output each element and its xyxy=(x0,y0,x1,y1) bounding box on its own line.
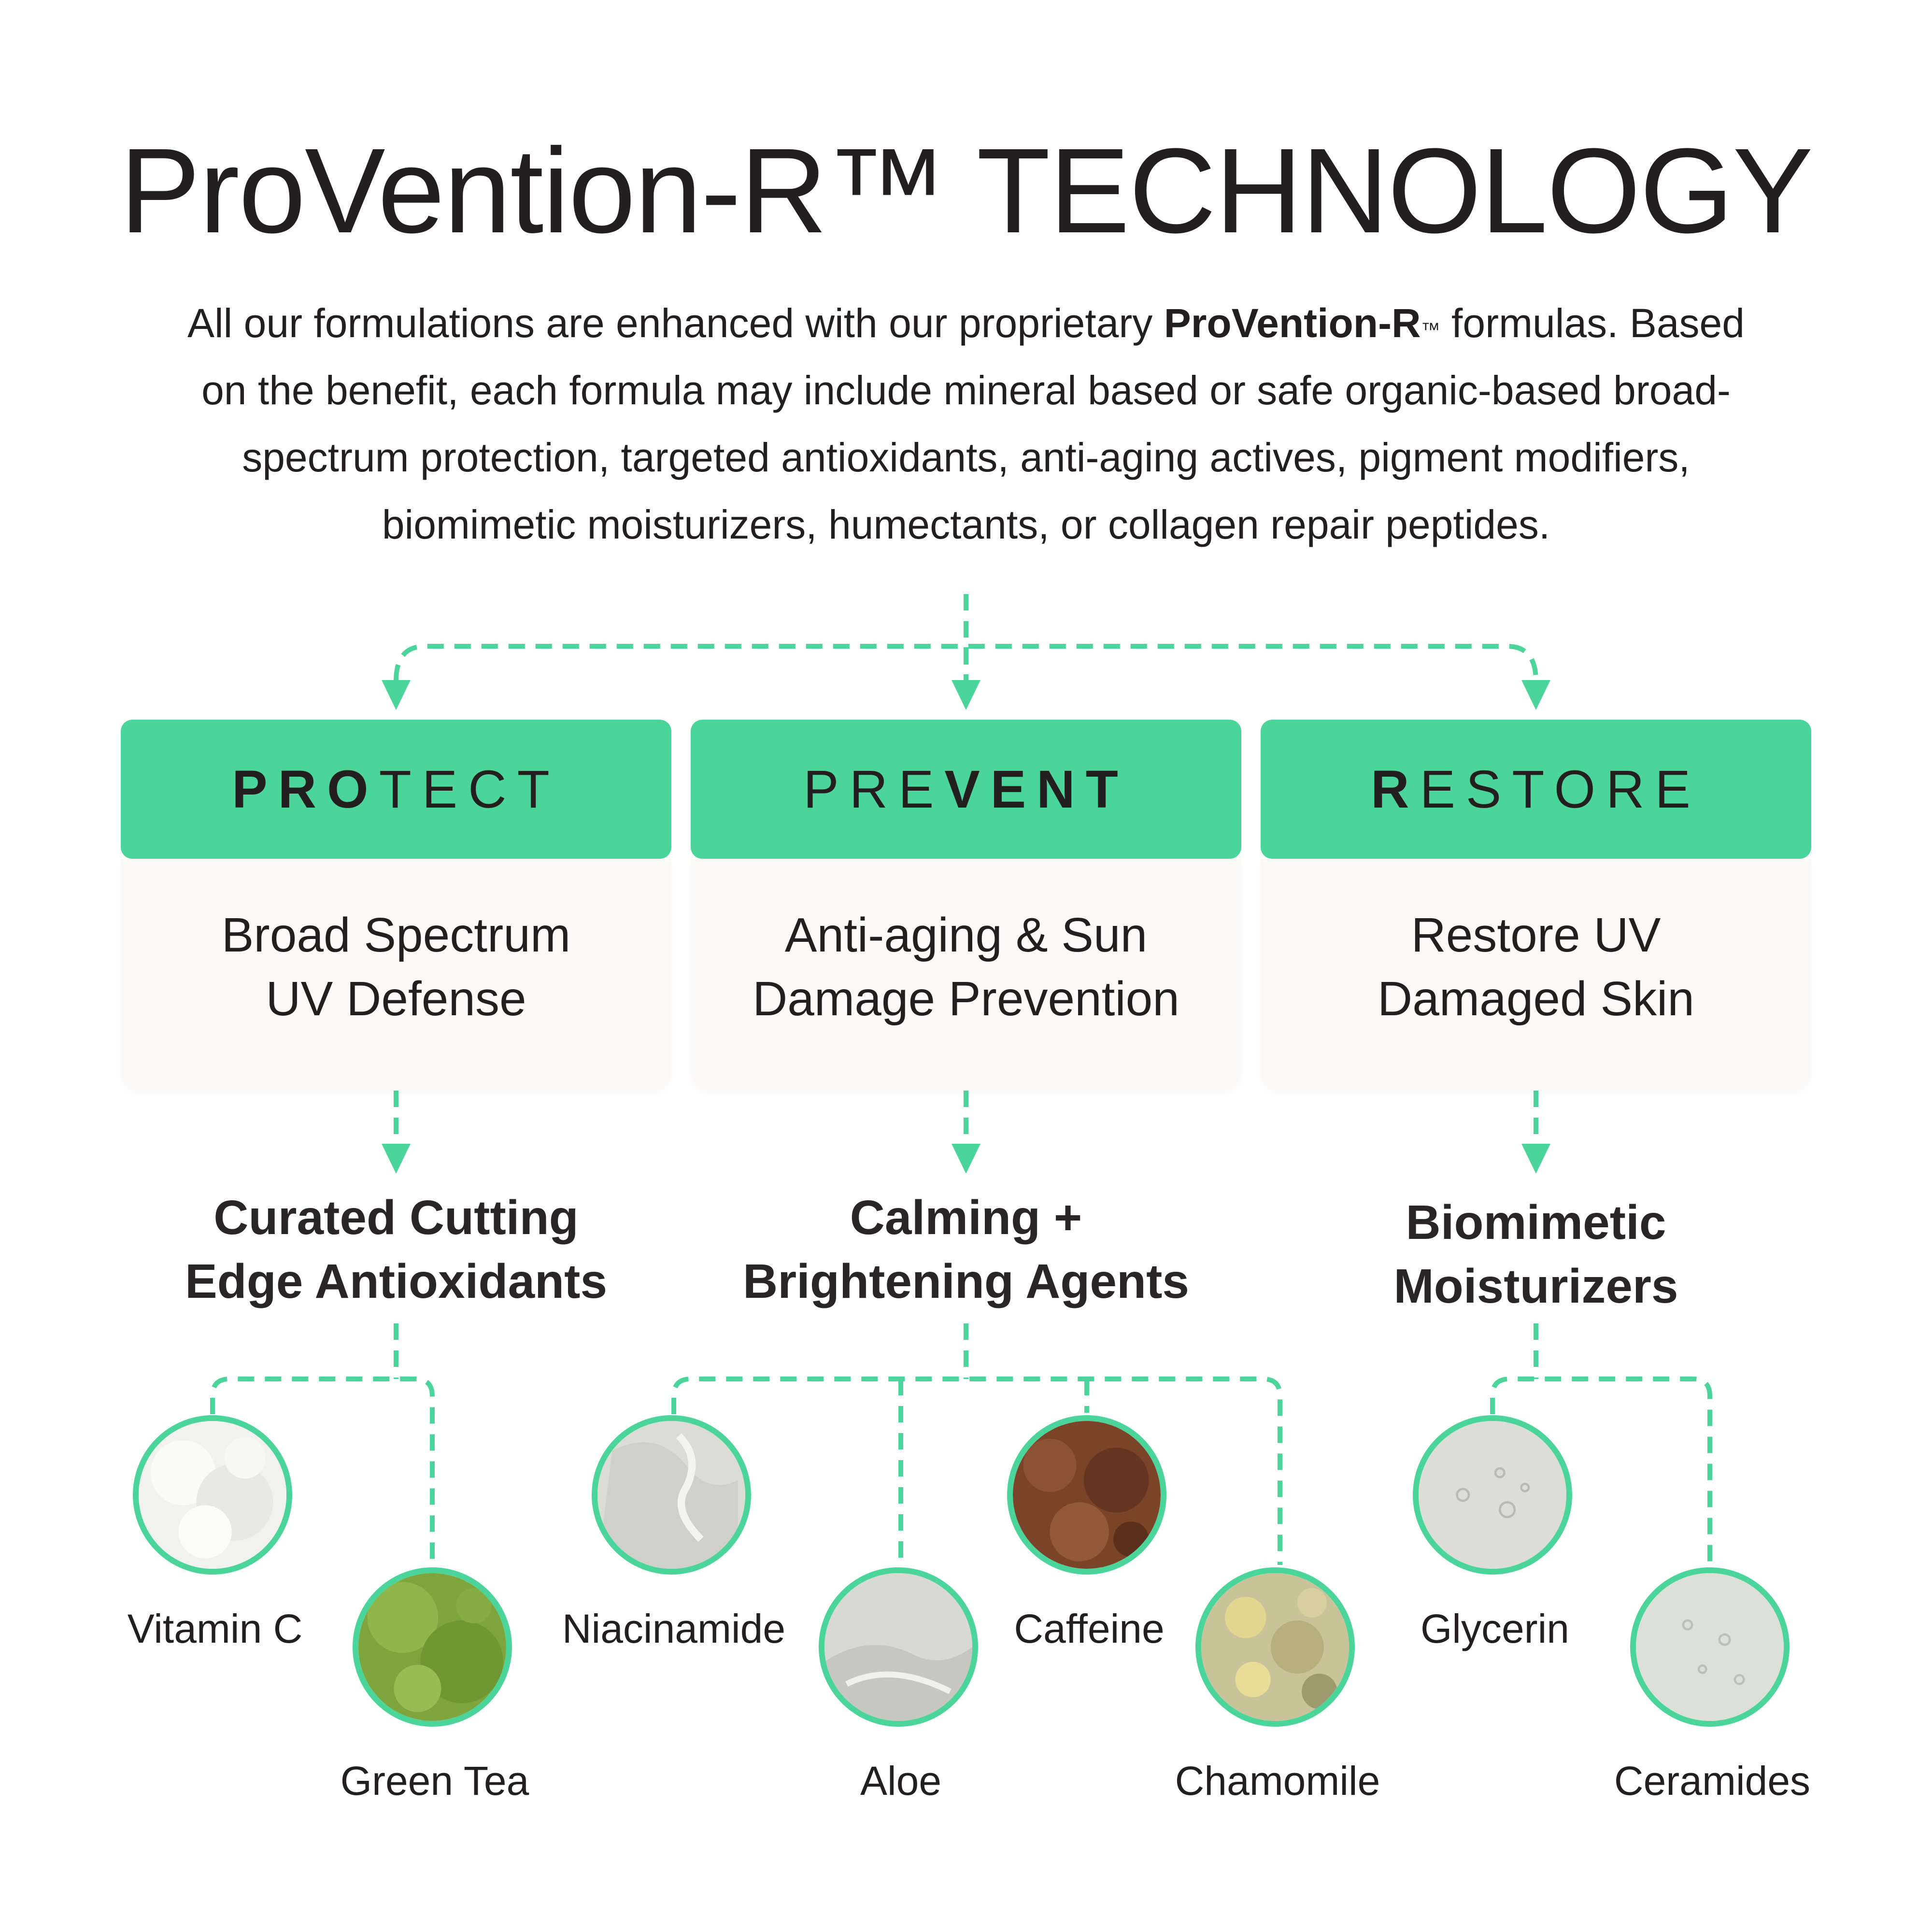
pillar-title-bold-suffix: VENT xyxy=(944,759,1129,819)
intro-lead: All our formulations are enhanced with o… xyxy=(187,300,1164,346)
ingredient-label-aloe: Aloe xyxy=(860,1758,942,1804)
benefit-prevent: Anti-aging & Sun Damage Prevention xyxy=(691,903,1241,1031)
pillar-header-protect: PROTECT xyxy=(121,720,671,859)
pillar-header-prevent: PREVENT xyxy=(691,720,1241,859)
arrow-restore-header xyxy=(1521,680,1550,710)
ingredient-label-vitamin-c: Vitamin C xyxy=(127,1606,303,1651)
pillar-title-rest: PRE xyxy=(803,759,945,819)
caffeine-image xyxy=(1007,1415,1166,1575)
pillar-title-restore: RESTORE xyxy=(1371,759,1701,820)
pillar-panel-protect xyxy=(121,859,671,1091)
benefit-line: Damage Prevention xyxy=(753,972,1179,1026)
ingredient-label-caffeine: Caffeine xyxy=(1014,1606,1165,1651)
connector-restore-branch xyxy=(1490,1377,1712,1565)
agent-line: Moisturizers xyxy=(1393,1259,1678,1313)
pillar-header-restore: RESTORE xyxy=(1261,720,1811,859)
pillar-panel-restore xyxy=(1261,859,1811,1091)
niacinamide-image xyxy=(592,1415,751,1575)
arrow-prevent-header xyxy=(952,680,980,710)
benefit-line: Broad Spectrum xyxy=(221,908,571,962)
benefit-line: Anti-aging & Sun xyxy=(784,908,1148,962)
page-title: ProVention-R™ TECHNOLOGY xyxy=(119,123,1813,258)
ingredient-label-niacinamide: Niacinamide xyxy=(562,1606,786,1651)
ingredient-label-glycerin: Glycerin xyxy=(1420,1606,1570,1651)
green-tea-image xyxy=(353,1567,512,1727)
agent-line: Curated Cutting xyxy=(213,1191,579,1245)
ingredient-label-chamomile: Chamomile xyxy=(1175,1758,1380,1804)
glycerin-image xyxy=(1413,1415,1572,1575)
ceramides-image xyxy=(1630,1567,1790,1727)
pillar-title-rest: TECT xyxy=(379,759,560,819)
chamomile-image xyxy=(1195,1567,1355,1727)
agent-line: Biomimetic xyxy=(1406,1195,1666,1250)
intro-trademark: ™ xyxy=(1421,319,1440,341)
benefit-line: Damaged Skin xyxy=(1378,972,1694,1026)
pillar-panel-prevent xyxy=(691,859,1241,1091)
benefit-restore: Restore UV Damaged Skin xyxy=(1261,903,1811,1031)
benefit-line: UV Defense xyxy=(266,972,526,1026)
ingredient-label-ceramides: Ceramides xyxy=(1614,1758,1811,1804)
arrow-protect-header xyxy=(382,680,411,710)
connector-prevent-branch xyxy=(671,1377,1282,1565)
intro-brand: ProVention-R xyxy=(1164,300,1421,346)
intro-paragraph: All our formulations are enhanced with o… xyxy=(159,290,1773,558)
connector-top-bar xyxy=(394,644,1538,682)
pillar-title-protect: PROTECT xyxy=(232,759,560,820)
arrow-restore-agent xyxy=(1521,1144,1550,1174)
agent-line: Edge Antioxidants xyxy=(185,1254,608,1308)
arrow-protect-agent xyxy=(382,1144,411,1174)
pillar-title-bold: PRO xyxy=(232,759,379,819)
ingredient-label-green-tea: Green Tea xyxy=(340,1758,529,1804)
agent-prevent: Calming + Brightening Agents xyxy=(691,1186,1241,1313)
connector-protect-branch xyxy=(210,1377,435,1563)
benefit-line: Restore UV xyxy=(1411,908,1661,962)
agent-protect: Curated Cutting Edge Antioxidants xyxy=(121,1186,671,1313)
pillar-title-bold: R xyxy=(1371,759,1420,819)
agent-restore: Biomimetic Moisturizers xyxy=(1261,1191,1811,1318)
pillar-title-rest: ESTORE xyxy=(1420,759,1701,819)
intro-rest: formulas. Based on the benefit, each for… xyxy=(201,300,1745,547)
benefit-protect: Broad Spectrum UV Defense xyxy=(121,903,671,1031)
agent-line: Brightening Agents xyxy=(742,1254,1190,1308)
agent-line: Calming + xyxy=(850,1191,1082,1245)
vitamin-c-image xyxy=(133,1415,292,1575)
arrow-prevent-agent xyxy=(952,1144,980,1174)
pillar-title-prevent: PREVENT xyxy=(803,759,1129,820)
